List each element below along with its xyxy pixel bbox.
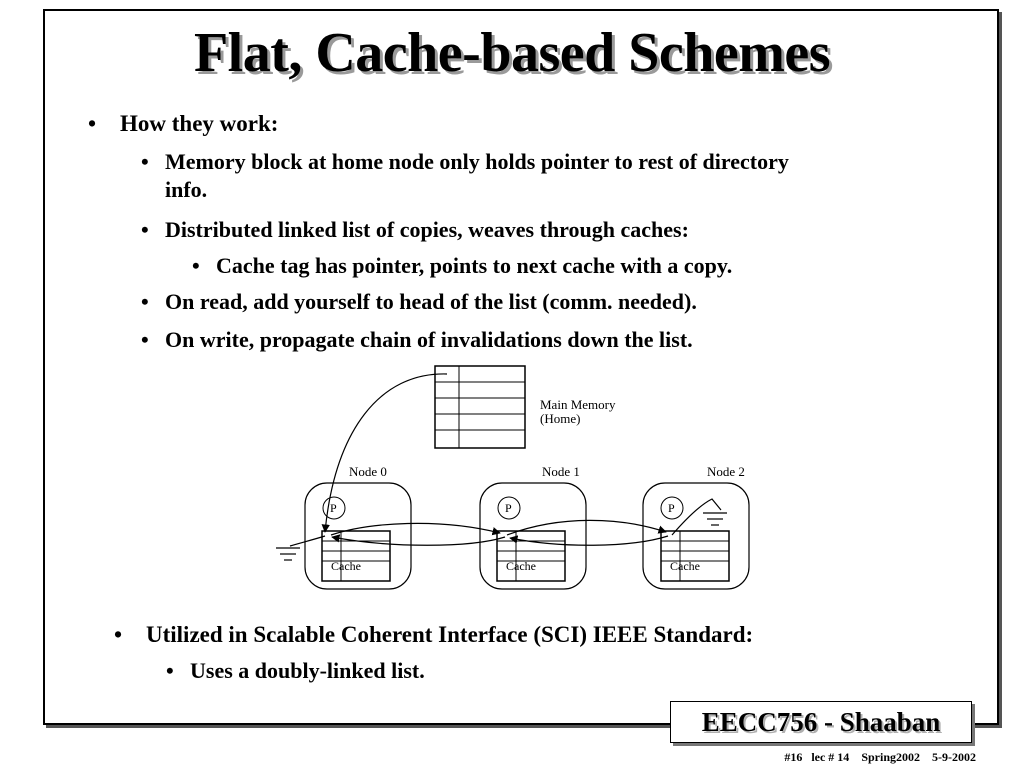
link-1-to-0 (331, 534, 506, 546)
bullet-on-write: • On write, propagate chain of invalidat… (141, 326, 693, 354)
node-0 (304, 482, 412, 590)
node-0-cache: Cache (331, 559, 361, 573)
link-1-to-2 (506, 519, 667, 536)
bullet-glyph: • (88, 111, 97, 136)
node-2-label: Node 2 (707, 464, 745, 479)
home-pointer-arrow (321, 373, 448, 533)
bullet-glyph: • (114, 622, 123, 647)
node-2-proc: P (668, 501, 675, 515)
bullet-glyph: • (141, 327, 149, 352)
bullet-text: Memory block at home node only holds poi… (165, 149, 789, 174)
bullet-text: info. (165, 177, 208, 202)
ground-null-left (276, 535, 326, 561)
bullet-glyph: • (141, 217, 149, 242)
bullet-text: On read, add yourself to head of the lis… (165, 289, 697, 314)
bullet-text: On write, propagate chain of invalidatio… (165, 327, 693, 352)
bullet-glyph: • (192, 253, 200, 278)
link-2-to-1 (509, 535, 669, 546)
bullet-doubly-linked: • Uses a doubly-linked list. (166, 657, 425, 685)
course-footer-box: EECC756 - Shaaban (670, 701, 972, 743)
bullet-text: Utilized in Scalable Coherent Interface … (146, 622, 754, 647)
bullet-sci-standard: • Utilized in Scalable Coherent Interfac… (114, 621, 754, 649)
bullet-memory-block: • Memory block at home node only holds p… (141, 148, 955, 176)
bullet-text: Cache tag has pointer, points to next ca… (216, 253, 733, 278)
node-1 (479, 482, 587, 590)
bullet-glyph: • (141, 149, 149, 174)
term: Spring2002 (861, 750, 920, 764)
ground-null-right (671, 498, 727, 536)
slide-number: #16 (784, 750, 803, 764)
node-1-proc: P (505, 501, 512, 515)
node-1-cache: Cache (506, 559, 536, 573)
course-title: EECC756 - Shaaban (701, 707, 941, 737)
lecture-number: lec # 14 (811, 750, 850, 764)
slide-title: Flat, Cache-based Schemes (193, 22, 831, 84)
main-memory-label: Main Memory (540, 397, 616, 412)
bullet-text: Distributed linked list of copies, weave… (165, 217, 689, 242)
node-0-proc: P (330, 501, 337, 515)
node-1-label: Node 1 (542, 464, 580, 479)
bullet-memory-block-cont: info. (165, 176, 207, 204)
bullet-glyph: • (141, 289, 149, 314)
bullet-glyph: • (166, 658, 174, 683)
main-memory-home-label: (Home) (540, 411, 580, 426)
bullet-cache-tag: • Cache tag has pointer, points to next … (192, 252, 733, 280)
bullet-text: How they work: (120, 111, 279, 136)
date: 5-9-2002 (932, 750, 976, 764)
node-2-cache: Cache (670, 559, 700, 573)
bullet-distributed-list: • Distributed linked list of copies, wea… (141, 216, 689, 244)
bullet-text: Uses a doubly-linked list. (190, 658, 425, 683)
bullet-on-read: • On read, add yourself to head of the l… (141, 288, 697, 316)
slide-footnote: #16 lec # 14 Spring2002 5-9-2002 (784, 750, 976, 765)
node-2 (642, 482, 750, 590)
node-0-label: Node 0 (349, 464, 387, 479)
link-0-to-1 (330, 522, 501, 536)
bullet-how-they-work: • How they work: (88, 110, 279, 138)
main-memory (434, 365, 526, 449)
